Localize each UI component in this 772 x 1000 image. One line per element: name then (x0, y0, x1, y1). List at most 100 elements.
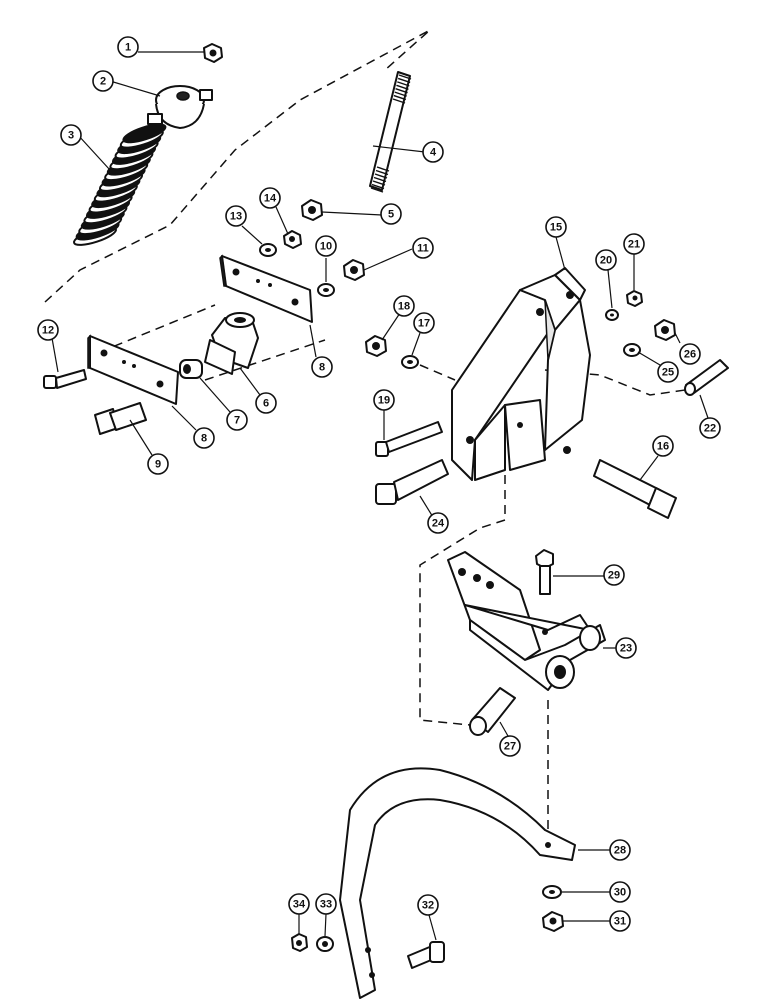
part-26-nut (654, 319, 676, 341)
callout-number: 25 (662, 367, 674, 379)
callout-circle (427, 512, 449, 534)
callout-circle (393, 295, 415, 317)
part-16-bolt (593, 459, 677, 519)
callout-circle (412, 237, 434, 259)
callout-circle (609, 881, 631, 903)
callout-number: 15 (550, 222, 562, 234)
callout-number: 12 (42, 325, 54, 337)
callout-number: 18 (398, 301, 410, 313)
callout-34: 34 (288, 893, 310, 915)
callout-circle (623, 233, 645, 255)
callout-circle (315, 235, 337, 257)
callout-circle (652, 435, 674, 457)
callout-27: 27 (499, 735, 521, 757)
callout-circle (311, 356, 333, 378)
callout-number: 27 (504, 741, 516, 753)
callout-19: 19 (373, 389, 395, 411)
callout-circle (595, 249, 617, 271)
callout-number: 13 (230, 211, 242, 223)
callout-31: 31 (609, 910, 631, 932)
callout-circle (60, 124, 82, 146)
part-29-bolt (535, 549, 554, 595)
part-8-upper-plate (219, 254, 313, 323)
part-15-main-bracket (451, 267, 591, 481)
callout-circle (315, 893, 337, 915)
callout-22: 22 (699, 417, 721, 439)
part-1-nut (203, 43, 223, 63)
callout-9: 9 (147, 453, 169, 475)
callout-circle (679, 343, 701, 365)
callout-circle (499, 735, 521, 757)
callout-number: 26 (684, 349, 696, 361)
callout-number: 28 (614, 845, 626, 857)
part-3-coil-spring (72, 123, 167, 246)
callout-circle (226, 409, 248, 431)
callout-1: 1 (117, 36, 139, 58)
callout-12: 12 (37, 319, 59, 341)
part-22-pin (684, 359, 729, 396)
callout-number: 9 (155, 459, 161, 471)
callout-circle (255, 392, 277, 414)
part-11-nut (343, 259, 365, 281)
part-6-pivot-block (204, 312, 259, 375)
callout-circle (117, 36, 139, 58)
callout-number: 22 (704, 423, 716, 435)
callout-2: 2 (92, 70, 114, 92)
callout-number: 23 (620, 643, 632, 655)
callout-circle (193, 427, 215, 449)
callout-circle (422, 141, 444, 163)
callout-circle (380, 203, 402, 225)
callout-23: 23 (615, 637, 637, 659)
callout-8a: 8 (311, 356, 333, 378)
part-20-washer (605, 309, 619, 321)
spring-coil (122, 123, 167, 144)
callout-29: 29 (603, 564, 625, 586)
callout-circle (615, 637, 637, 659)
callout-8b: 8 (193, 427, 215, 449)
part-9-bolt (94, 402, 147, 435)
callout-number: 1 (125, 42, 131, 54)
callout-18: 18 (393, 295, 415, 317)
callout-14: 14 (259, 187, 281, 209)
callout-number: 17 (418, 318, 430, 330)
callout-circle (259, 187, 281, 209)
callout-circle (609, 910, 631, 932)
assembly-lines (44, 29, 686, 830)
callout-26: 26 (679, 343, 701, 365)
part-17-washer (401, 355, 419, 369)
part-18-nut (365, 335, 387, 357)
part-10-washer (317, 283, 335, 297)
callout-33: 33 (315, 893, 337, 915)
part-31-nut (542, 911, 564, 932)
callout-circle (37, 319, 59, 341)
callout-11: 11 (412, 237, 434, 259)
part-21-nut (626, 290, 643, 307)
callout-circle (657, 361, 679, 383)
part-19-bolt (375, 421, 443, 457)
part-34-nut (291, 933, 308, 952)
callout-circle (417, 894, 439, 916)
callout-circle (603, 564, 625, 586)
part-33-washer (316, 936, 334, 952)
callout-circle (609, 839, 631, 861)
callout-7: 7 (226, 409, 248, 431)
callout-25: 25 (657, 361, 679, 383)
callout-17: 17 (413, 312, 435, 334)
callout-15: 15 (545, 216, 567, 238)
callout-circle (373, 389, 395, 411)
part-30-washer (542, 885, 562, 899)
callout-circle (225, 205, 247, 227)
part-27-sleeve (469, 687, 516, 736)
callout-number: 10 (320, 241, 332, 253)
callout-20: 20 (595, 249, 617, 271)
callout-number: 3 (68, 130, 74, 142)
part-25-washer (623, 343, 641, 357)
part-2-spring-cap (147, 85, 213, 129)
callout-number: 7 (234, 415, 240, 427)
callout-number: 19 (378, 395, 390, 407)
callout-number: 8 (201, 433, 207, 445)
leader-lines (51, 51, 709, 941)
callout-number: 2 (100, 76, 106, 88)
